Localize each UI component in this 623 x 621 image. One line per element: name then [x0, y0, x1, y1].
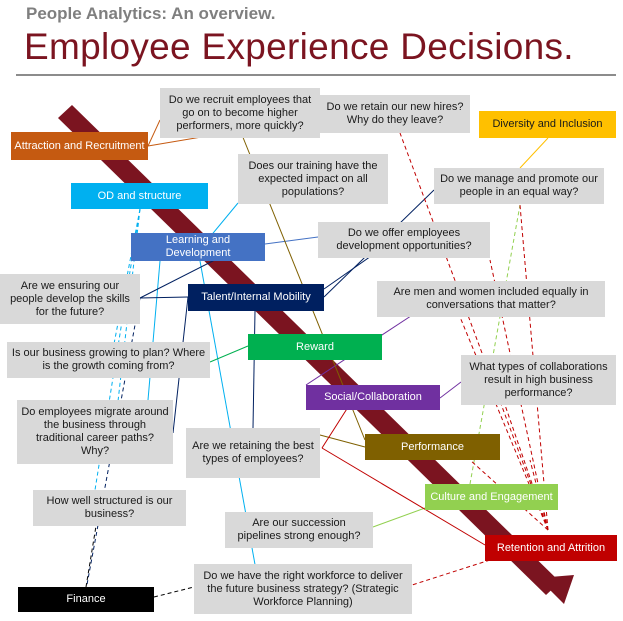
connector-line [372, 507, 426, 528]
category-label: Learning and Development [165, 234, 231, 259]
question-succession-pipelines: Are our succession pipelines strong enou… [225, 512, 373, 548]
category-label: Reward [296, 340, 334, 353]
connector-line [153, 586, 195, 598]
connector-line [147, 260, 161, 401]
category-attraction-recruitment[interactable]: Attraction and Recruitment [11, 132, 148, 160]
connector-line [139, 296, 189, 299]
question-gender-inclusion: Are men and women included equally in co… [377, 281, 605, 317]
connector-line [439, 381, 462, 399]
page-subtitle: People Analytics: An overview. [26, 4, 276, 23]
connector-line [399, 132, 549, 531]
category-label: Talent/Internal Mobility [201, 291, 311, 303]
category-talent-internal-mobility[interactable]: Talent/Internal Mobility [188, 284, 324, 311]
question-collaboration-performance: What types of collaborations result in h… [461, 355, 616, 405]
category-label: Attraction and Recruitment [14, 139, 145, 152]
connector-line [319, 434, 366, 448]
flow-arrowhead [538, 575, 574, 604]
connector-line [321, 447, 486, 546]
question-text: What types of collaborations result in h… [469, 360, 608, 399]
question-text: Do we manage and promote our people in a… [440, 173, 598, 198]
title-divider [16, 74, 616, 76]
question-development-opportunities: Do we offer employees development opport… [318, 222, 490, 258]
category-od-structure[interactable]: OD and structure [71, 183, 208, 209]
question-recruit-high-performers: Do we recruit employees that go on to be… [160, 88, 320, 138]
question-workforce-planning: Do we have the right workforce to delive… [194, 564, 412, 614]
question-text: How well structured is our business? [46, 495, 173, 520]
question-future-skills: Are we ensuring our people develop the s… [0, 274, 140, 324]
connector-line [411, 559, 491, 586]
question-training-impact: Does our training have the expected impa… [238, 154, 388, 204]
category-finance[interactable]: Finance [18, 587, 154, 612]
question-equal-management: Do we manage and promote our people in a… [434, 168, 604, 204]
connector-line [264, 236, 319, 245]
question-text: Are we retaining the best types of emplo… [192, 440, 314, 465]
question-text: Do we offer employees development opport… [336, 227, 472, 252]
question-career-paths: Do employees migrate around the business… [17, 400, 173, 464]
category-label: Retention and Attrition [496, 541, 606, 554]
question-text: Are we ensuring our people develop the s… [10, 279, 130, 318]
question-text: Do employees migrate around the business… [21, 406, 169, 457]
question-text: Do we recruit employees that go on to be… [168, 93, 312, 132]
category-performance[interactable]: Performance [365, 434, 500, 460]
category-diversity-inclusion[interactable]: Diversity and Inclusion [479, 111, 616, 138]
question-text: Do we have the right workforce to delive… [203, 569, 403, 608]
connector-line [321, 403, 351, 449]
connector-line [147, 119, 161, 147]
category-label: Finance [66, 593, 106, 605]
category-label: Social/Collaboration [324, 391, 422, 403]
category-label: Culture and Engagement [430, 490, 553, 503]
category-learning-development[interactable]: Learning and Development [131, 233, 265, 261]
question-text: Do we retain our new hires? Why do they … [326, 101, 464, 126]
category-reward[interactable]: Reward [248, 334, 382, 360]
connector-line [209, 345, 249, 363]
connector-line [519, 137, 549, 169]
question-retain-new-hires: Do we retain our new hires? Why do they … [320, 95, 470, 133]
category-retention-attrition[interactable]: Retention and Attrition [485, 535, 617, 561]
question-business-structure: How well structured is our business? [33, 490, 186, 526]
question-text: Does our training have the expected impa… [248, 159, 378, 198]
connector-line [85, 525, 97, 588]
question-text: Are men and women included equally in co… [393, 286, 589, 311]
question-retaining-best: Are we retaining the best types of emplo… [186, 428, 320, 478]
category-label: Performance [401, 440, 464, 453]
category-label: OD and structure [97, 189, 182, 202]
question-text: Are our succession pipelines strong enou… [237, 517, 361, 542]
category-social-collaboration[interactable]: Social/Collaboration [306, 385, 440, 410]
page-title: Employee Experience Decisions. [24, 26, 574, 67]
category-label: Diversity and Inclusion [492, 118, 603, 130]
question-text: Is our business growing to plan? Where i… [11, 347, 206, 372]
connector-line [252, 310, 256, 429]
question-business-growth: Is our business growing to plan? Where i… [7, 342, 210, 378]
connector-line [469, 204, 521, 485]
category-culture-engagement[interactable]: Culture and Engagement [425, 484, 558, 510]
